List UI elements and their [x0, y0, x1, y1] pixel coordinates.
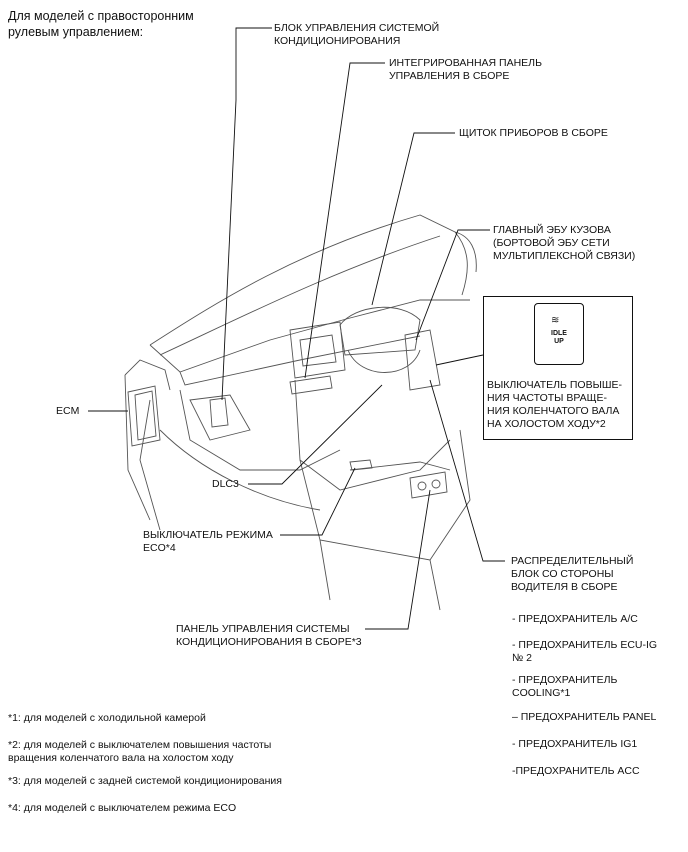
fuse-item: - ПРЕДОХРАНИТЕЛЬ ECU-IG № 2	[512, 639, 658, 664]
diagram-header: Для моделей с правосторонним рулевым упр…	[8, 9, 194, 39]
label-instrument-cluster: ЩИТОК ПРИБОРОВ В СБОРЕ	[459, 127, 608, 139]
fuse-item: - ПРЕДОХРАНИТЕЛЬ COOLING*1	[512, 674, 618, 699]
fuse-item: - ПРЕДОХРАНИТЕЛЬ IG1	[512, 738, 638, 750]
footnote: *2: для моделей с выключателем повышения…	[8, 739, 272, 764]
label-main-body-ecu: ГЛАВНЫЙ ЭБУ КУЗОВА (БОРТОВОЙ ЭБУ СЕТИ МУ…	[493, 224, 636, 262]
fuse-item: -ПРЕДОХРАНИТЕЛЬ ACC	[512, 765, 640, 777]
heat-waves-icon: ≋	[551, 315, 560, 326]
label-ac-control-block: БЛОК УПРАВЛЕНИЯ СИСТЕМОЙ КОНДИЦИОНИРОВАН…	[274, 22, 440, 47]
label-driver-junction-block: РАСПРЕДЕЛИТЕЛЬНЫЙ БЛОК СО СТОРОНЫ ВОДИТЕ…	[511, 555, 634, 593]
label-idle-up-switch: ВЫКЛЮЧАТЕЛЬ ПОВЫШЕ-НИЯ ЧАСТОТЫ ВРАЩЕ-НИЯ…	[487, 379, 622, 430]
label-integrated-panel: ИНТЕГРИРОВАННАЯ ПАНЕЛЬ УПРАВЛЕНИЯ В СБОР…	[389, 57, 542, 82]
footnote: *1: для моделей с холодильной камерой	[8, 712, 206, 724]
footnote: *3: для моделей с задней системой кондиц…	[8, 775, 282, 787]
fuse-item: – ПРЕДОХРАНИТЕЛЬ PANEL	[512, 711, 657, 723]
idle-up-button: ≋ IDLE UP	[534, 303, 584, 365]
idle-up-switch-inset: ≋ IDLE UP ВЫКЛЮЧАТЕЛЬ ПОВЫШЕ-НИЯ ЧАСТОТЫ…	[483, 296, 633, 440]
label-eco-switch: ВЫКЛЮЧАТЕЛЬ РЕЖИМА ECO*4	[143, 529, 273, 554]
label-ecm: ECM	[56, 405, 80, 417]
footnote: *4: для моделей с выключателем режима EC…	[8, 802, 237, 814]
label-dlc3: DLC3	[212, 478, 239, 490]
label-rear-ac-panel: ПАНЕЛЬ УПРАВЛЕНИЯ СИСТЕМЫ КОНДИЦИОНИРОВА…	[176, 623, 362, 648]
fuse-item: - ПРЕДОХРАНИТЕЛЬ A/C	[512, 613, 638, 625]
idle-up-button-text: IDLE UP	[551, 330, 567, 345]
